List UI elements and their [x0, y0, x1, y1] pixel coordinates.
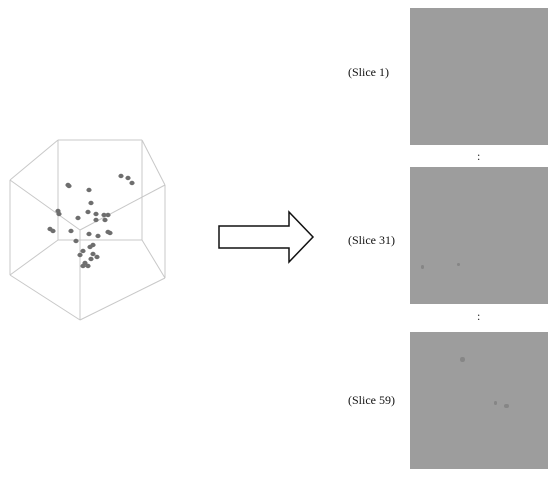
particle	[95, 233, 101, 239]
particle	[88, 200, 94, 206]
particle	[101, 212, 107, 218]
volume-cube	[9, 139, 166, 321]
particle	[85, 263, 91, 269]
cube-edge	[79, 277, 166, 321]
particle	[77, 252, 83, 258]
particle	[129, 180, 135, 186]
particle	[90, 251, 96, 257]
particle	[68, 228, 74, 234]
particle	[88, 256, 94, 262]
cube-edge	[141, 139, 166, 186]
particle	[105, 212, 111, 218]
particle-cloud	[47, 173, 135, 269]
particle	[125, 175, 131, 181]
particle	[73, 238, 79, 244]
particle	[94, 254, 100, 260]
particle	[80, 248, 86, 254]
cube-edge	[9, 139, 59, 181]
particle	[85, 209, 91, 215]
particle	[86, 187, 92, 193]
slice-spot	[460, 357, 465, 362]
particle	[50, 228, 56, 234]
slice-label-1: (Slice 1)	[348, 65, 389, 79]
cube-edge	[79, 184, 166, 231]
cube-edge	[9, 239, 59, 276]
slice-image-59	[410, 332, 548, 469]
particle	[93, 217, 99, 223]
separator-dots: :	[477, 149, 481, 163]
particle	[66, 183, 72, 189]
particle	[107, 230, 113, 236]
particle	[80, 263, 86, 269]
cube-edge	[9, 274, 81, 321]
particle	[118, 173, 124, 179]
slice-label-31: (Slice 31)	[348, 233, 395, 247]
cube-edge	[9, 179, 81, 231]
slice-image-31	[410, 167, 548, 304]
particle	[86, 231, 92, 237]
particle	[56, 211, 62, 217]
slice-spot	[504, 403, 509, 409]
particle	[87, 244, 93, 250]
slice-label-59: (Slice 59)	[348, 393, 395, 407]
particle	[93, 211, 99, 217]
slice-spot	[456, 262, 460, 266]
slice-image-1	[410, 8, 548, 145]
slice-spot	[493, 401, 498, 406]
cube-edge	[141, 239, 166, 279]
slice-spot	[420, 265, 424, 269]
particle	[75, 215, 81, 221]
separator-dots: :	[477, 309, 481, 323]
right-arrow-icon	[218, 210, 315, 264]
particle	[102, 217, 108, 223]
